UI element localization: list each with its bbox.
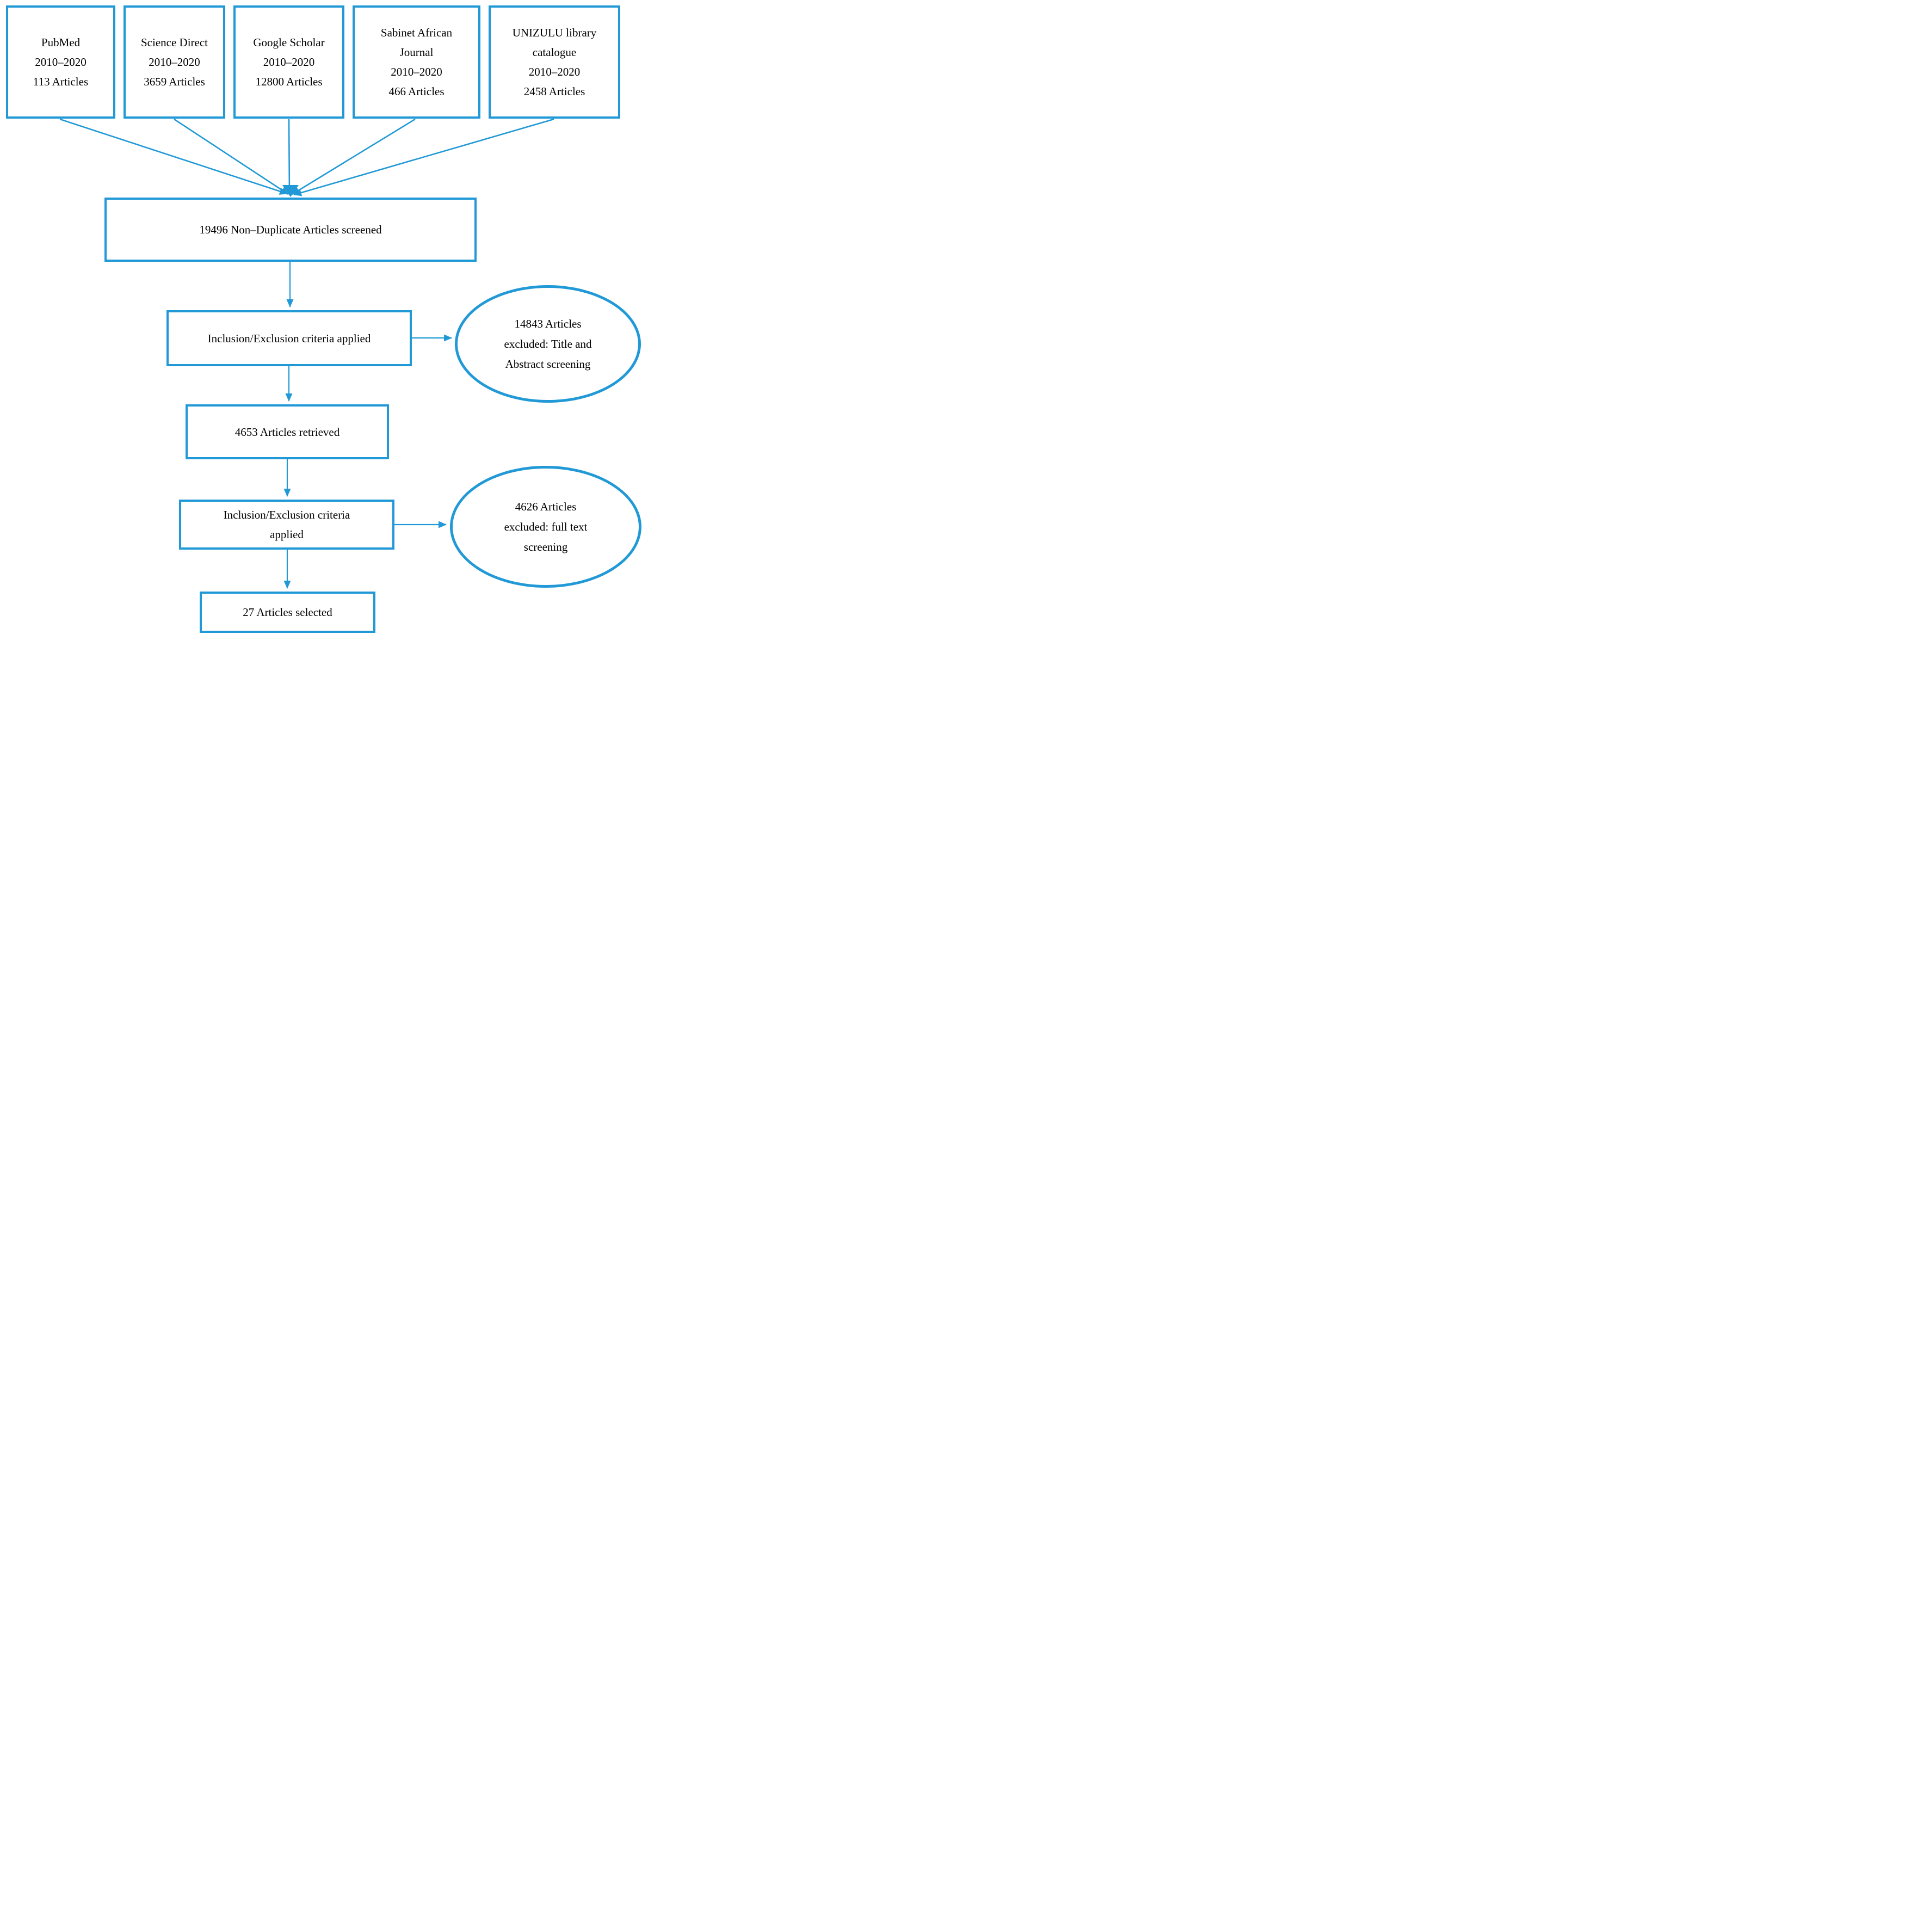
source-count: 12800 Articles [255, 75, 323, 88]
source-years: 2010–2020 [35, 56, 87, 69]
screening-box: 19496 Non–Duplicate Articles screened [104, 198, 477, 262]
excluded1-reason-2: Abstract screening [505, 357, 591, 371]
arrow-src1-to-screening [59, 118, 288, 195]
excluded-ellipse-full-text: 4626 Articles excluded: full text screen… [450, 466, 641, 588]
source-name: Google Scholar [253, 36, 325, 49]
excluded2-reason-2: screening [523, 540, 568, 553]
source-box-pubmed: PubMed 2010–2020 113 Articles [6, 5, 115, 119]
source-count: 113 Articles [33, 75, 89, 88]
excluded1-reason: excluded: Title and [504, 337, 592, 350]
converge-arrowhead [282, 185, 299, 197]
selected-label: 27 Articles selected [243, 606, 332, 619]
screening-label: 19496 Non–Duplicate Articles screened [199, 223, 382, 236]
criteria2-label: Inclusion/Exclusion criteria [223, 508, 350, 521]
source-box-unizulu-library-catalogue: UNIZULU library catalogue 2010–2020 2458… [489, 5, 620, 119]
criteria2-label-2: applied [270, 528, 304, 541]
source-name: Science Direct [140, 36, 208, 49]
excluded1-count: 14843 Articles [514, 317, 582, 330]
retrieved-box: 4653 Articles retrieved [186, 404, 389, 459]
source-count: 2458 Articles [523, 85, 585, 98]
source-count: 466 Articles [388, 85, 445, 98]
criteria-applied-box-1: Inclusion/Exclusion criteria applied [166, 310, 412, 366]
flow-arrows [59, 118, 554, 589]
source-count: 3659 Articles [144, 75, 205, 88]
retrieved-label: 4653 Articles retrieved [234, 425, 340, 439]
arrow-src4-to-screening [292, 118, 416, 195]
prisma-flow-diagram: PubMed 2010–2020 113 Articles Science Di… [0, 0, 644, 638]
source-years: 2010–2020 [391, 65, 442, 78]
source-years: 2010–2020 [263, 56, 315, 69]
source-years: 2010–2020 [528, 65, 581, 78]
source-name: UNIZULU library [512, 26, 597, 39]
source-years: 2010–2020 [149, 56, 200, 69]
excluded-ellipse-title-abstract: 14843 Articles excluded: Title and Abstr… [455, 285, 641, 403]
arrow-src2-to-screening [174, 118, 289, 195]
excluded2-count: 4626 Articles [515, 500, 577, 513]
source-box-google-scholar: Google Scholar 2010–2020 12800 Articles [233, 5, 344, 119]
arrow-src5-to-screening [293, 118, 554, 196]
source-name-2: Journal [399, 46, 434, 59]
source-name: Sabinet African [380, 26, 453, 39]
selected-box: 27 Articles selected [200, 592, 375, 633]
source-name: PubMed [41, 36, 81, 49]
source-box-sabinet-african-journal: Sabinet African Journal 2010–2020 466 Ar… [353, 5, 480, 119]
excluded2-reason: excluded: full text [504, 520, 588, 533]
source-name-2: catalogue [532, 46, 577, 59]
criteria-applied-box-2: Inclusion/Exclusion criteria applied [179, 500, 394, 550]
source-box-science-direct: Science Direct 2010–2020 3659 Articles [124, 5, 225, 119]
criteria1-label: Inclusion/Exclusion criteria applied [207, 331, 371, 345]
